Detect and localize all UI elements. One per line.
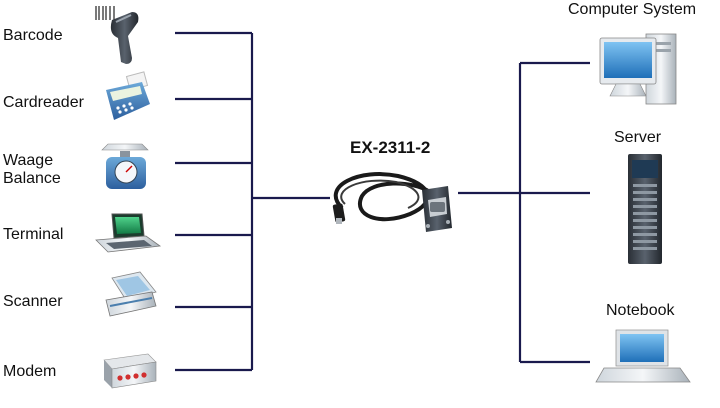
computer-system-icon [599, 33, 677, 105]
connection-lines [175, 31, 590, 372]
card-reader-icon [106, 71, 150, 120]
server-icon [628, 154, 662, 264]
modem-icon [103, 353, 157, 389]
notebook-icon [595, 329, 691, 383]
product-title: EX-2311-2 [350, 138, 431, 157]
label-server: Server [614, 129, 662, 146]
weighing-scale-icon [101, 143, 149, 189]
label-modem: Modem [3, 363, 57, 380]
barcode-scanner-icon [95, 6, 139, 64]
label-computer-system: Computer System [568, 1, 697, 18]
label-barcode: Barcode [3, 27, 63, 44]
label-notebook: Notebook [606, 302, 675, 319]
flatbed-scanner-icon [105, 271, 157, 317]
terminal-icon [95, 213, 162, 253]
usb-serial-cable-icon [332, 172, 452, 232]
label-terminal: Terminal [3, 226, 64, 243]
label-waage-balance: Waage Balance [3, 152, 61, 187]
label-cardreader: Cardreader [3, 94, 84, 111]
label-scanner: Scanner [3, 293, 63, 310]
